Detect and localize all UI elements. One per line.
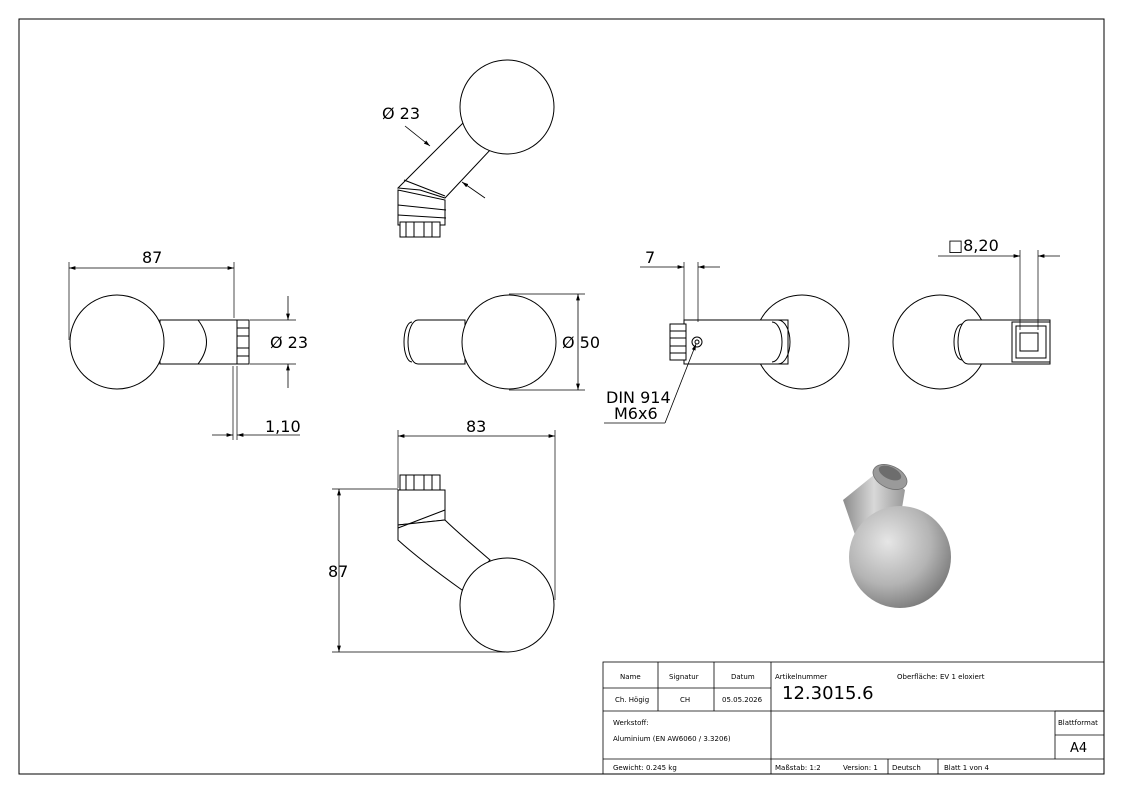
tb-name: Ch. Högig: [615, 696, 649, 704]
dim-left-collar: 1,10: [265, 417, 301, 436]
left-view: [69, 294, 250, 390]
tb-blattformat: A4: [1070, 741, 1087, 756]
tb-oberflaeche: Oberfläche: EV 1 eloxiert: [897, 673, 985, 681]
tb-sprache: Deutsch: [892, 764, 921, 772]
tb-artikelnummer: 12.3015.6: [782, 683, 874, 704]
tb-blatt: Blatt 1 von 4: [944, 764, 990, 772]
dim-left-diameter: Ø 23: [270, 333, 308, 352]
tb-massstab: Maßstab: 1:2: [775, 764, 821, 772]
tb-artikelnummer-label: Artikelnummer: [775, 673, 827, 681]
tb-datum: 05.05.2026: [722, 696, 763, 704]
tb-header-datum: Datum: [731, 673, 755, 681]
tb-blattformat-label: Blattformat: [1058, 719, 1098, 727]
dim-front-diameter: Ø 50: [562, 333, 600, 352]
front-view: [403, 294, 557, 390]
sheet-border: [18, 18, 1105, 775]
tb-werkstoff: Aluminium (EN AW6060 / 3.3206): [613, 735, 731, 743]
tb-werkstoff-label: Werkstoff:: [613, 719, 649, 727]
tb-header-name: Name: [620, 673, 641, 681]
dim-bottom-width: 83: [466, 417, 486, 436]
right-view: [669, 294, 850, 390]
3d-render: [843, 464, 951, 608]
title-block: [602, 661, 1105, 775]
tb-gewicht: Gewicht: 0.245 kg: [613, 764, 677, 772]
screw-spec-line2: M6x6: [614, 404, 658, 423]
screw-spec-line1: DIN 914: [606, 388, 671, 407]
dim-square: □8,20: [948, 236, 999, 255]
tb-header-signatur: Signatur: [669, 673, 699, 681]
top-view: [396, 59, 555, 238]
tb-version: Version: 1: [843, 764, 878, 772]
bottom-view: [397, 474, 555, 653]
dim-top-diameter: Ø 23: [382, 104, 420, 123]
back-view: [892, 294, 1051, 390]
tb-signatur: CH: [680, 696, 690, 704]
dim-right-offset: 7: [645, 248, 655, 267]
dim-bottom-height: 87: [328, 562, 348, 581]
dim-left-length: 87: [142, 248, 162, 267]
